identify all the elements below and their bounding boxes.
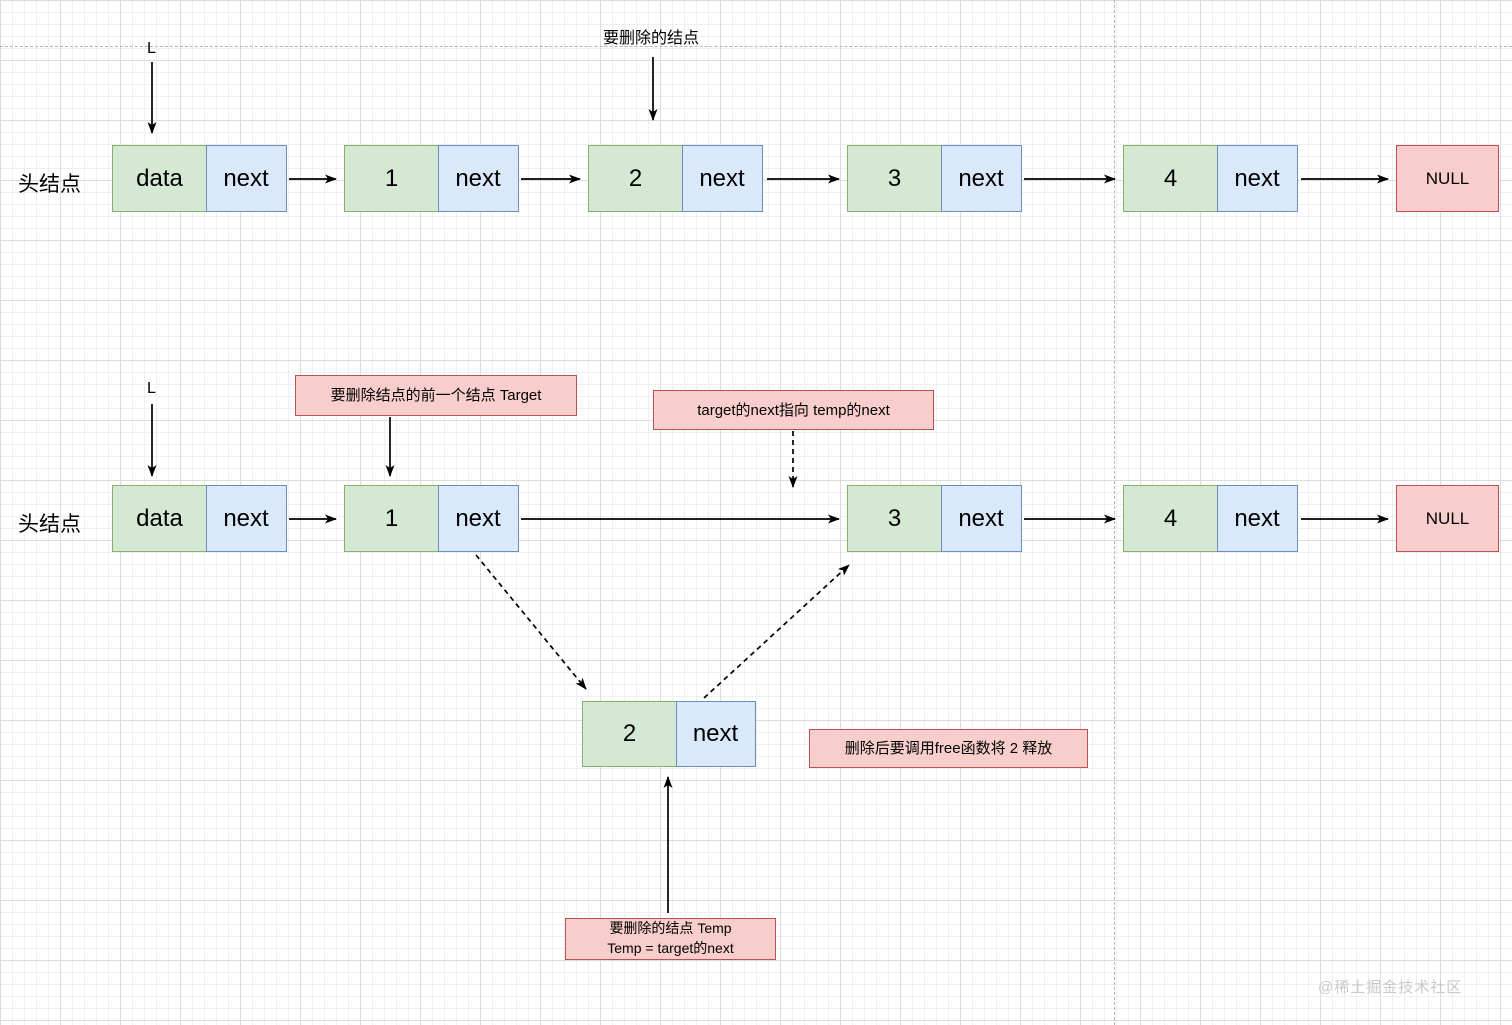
top-node-2-value-cell: 2: [588, 145, 683, 212]
top-node-1-value-cell: 1: [344, 145, 439, 212]
horizontal-guide-line: [0, 46, 1512, 47]
top-head-label: 头结点: [18, 173, 81, 196]
top-node-3-next-cell: next: [940, 145, 1022, 212]
top-node-4-next-cell: next: [1216, 145, 1298, 212]
bottom-node-3-next-cell: next: [940, 485, 1022, 552]
top-node-1: 1 next: [344, 145, 519, 212]
bottom-node-3: 3 next: [847, 485, 1022, 552]
bottom-head-node-next-cell: next: [205, 485, 287, 552]
bottom-head-node: data next: [112, 485, 287, 552]
top-head-node: data next: [112, 145, 287, 212]
relink-annotation-box: target的next指向 temp的next: [653, 390, 934, 430]
detach-dashed-arrow-2-to-3: [703, 564, 850, 699]
top-node-3-value-cell: 3: [847, 145, 942, 212]
bottom-node-4: 4 next: [1123, 485, 1298, 552]
temp-annotation-line1: 要删除的结点 Temp: [609, 920, 732, 937]
bottom-head-node-data-cell: data: [112, 485, 207, 552]
vertical-guide-line: [1114, 0, 1115, 1025]
bottom-node-1-value-cell: 1: [344, 485, 439, 552]
top-node-1-next-cell: next: [437, 145, 519, 212]
top-delete-annotation: 要删除的结点: [602, 30, 699, 47]
removed-node-2-value-cell: 2: [582, 701, 677, 767]
bottom-node-4-value-cell: 4: [1123, 485, 1218, 552]
top-head-node-next-cell: next: [205, 145, 287, 212]
temp-annotation-line2: Temp = target的next: [607, 940, 734, 956]
bottom-node-1: 1 next: [344, 485, 519, 552]
bottom-node-3-value-cell: 3: [847, 485, 942, 552]
free-annotation-box: 删除后要调用free函数将 2 释放: [809, 729, 1088, 768]
removed-node-2: 2 next: [582, 701, 756, 767]
top-null-box: NULL: [1396, 145, 1499, 212]
top-l-pointer-label: L: [147, 40, 156, 57]
removed-node-2-next-cell: next: [675, 701, 756, 767]
top-node-2: 2 next: [588, 145, 763, 212]
target-annotation-box: 要删除结点的前一个结点 Target: [295, 375, 577, 416]
bottom-l-pointer-label: L: [147, 380, 156, 397]
bottom-head-label: 头结点: [18, 513, 81, 536]
bottom-node-1-next-cell: next: [437, 485, 519, 552]
watermark: @稀土掘金技术社区: [1318, 979, 1463, 996]
top-node-3: 3 next: [847, 145, 1022, 212]
top-node-4-value-cell: 4: [1123, 145, 1218, 212]
top-head-node-data-cell: data: [112, 145, 207, 212]
bottom-node-4-next-cell: next: [1216, 485, 1298, 552]
top-node-2-next-cell: next: [681, 145, 763, 212]
detach-dashed-arrow-1-to-2: [475, 554, 587, 690]
top-node-4: 4 next: [1123, 145, 1298, 212]
bottom-null-box: NULL: [1396, 485, 1499, 552]
temp-annotation-box: 要删除的结点 Temp Temp = target的next: [565, 918, 776, 960]
